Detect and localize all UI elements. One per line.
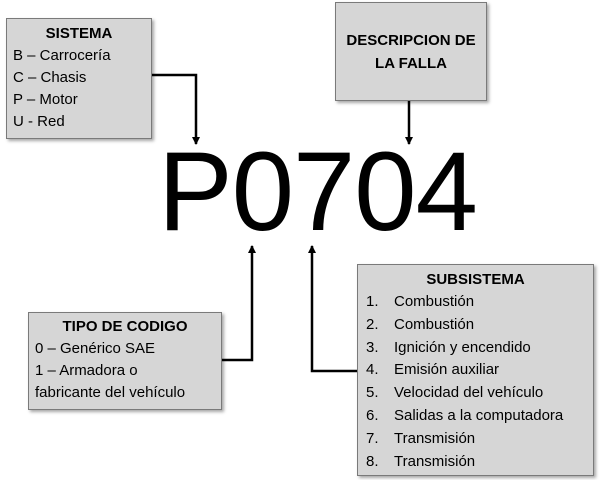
descripcion-title-line2: LA FALLA: [375, 55, 447, 72]
list-item-label: Combustión: [394, 315, 475, 333]
sistema-title: SISTEMA: [45, 25, 113, 42]
list-item: 4. Emisión auxiliar: [364, 359, 587, 382]
sistema-item-c: C – Chasis: [13, 69, 87, 86]
subsistema-list: 1. Combustión 2. Combustión 3. Ignición y e…: [364, 291, 587, 473]
list-item-number: 7.: [366, 429, 379, 447]
list-item: 3. Ignición y encendido: [364, 337, 587, 360]
descripcion-box: DESCRIPCION DE LA FALLA: [335, 2, 487, 101]
list-item: 6. Salidas a la computadora: [364, 405, 587, 428]
list-item-number: 8.: [366, 452, 379, 470]
subsistema-title: SUBSISTEMA: [426, 271, 525, 288]
arrow-sistema-to-p: [152, 73, 200, 145]
list-item: 8. Transmisión: [364, 451, 587, 474]
sistema-item-u: U - Red: [13, 113, 65, 130]
list-item: 1. Combustión: [364, 291, 587, 314]
subsistema-box: SUBSISTEMA 1. Combustión 2. Combustión 3. I…: [357, 264, 594, 476]
list-item-label: Transmisión: [394, 429, 476, 447]
list-item-label: Emisión auxiliar: [394, 361, 500, 379]
tipo-item-1: 1 – Armadora o: [35, 362, 138, 379]
list-item-number: 1.: [366, 293, 379, 310]
list-item-number: 4.: [366, 361, 379, 379]
arrow-tipo-to-zero: [222, 245, 256, 362]
list-item-number: 6.: [366, 406, 379, 424]
list-item-number: 2.: [366, 315, 379, 333]
list-item: 2. Combustión: [364, 314, 587, 337]
tipo-codigo-title: TIPO DE CODIGO: [62, 318, 188, 335]
fault-code: P0704: [158, 129, 478, 254]
tipo-codigo-box: TIPO DE CODIGO 0 – Genérico SAE 1 – Arma…: [28, 312, 222, 410]
list-item-label: Combustión: [394, 293, 475, 310]
tipo-item-0: 0 – Genérico SAE: [35, 340, 156, 357]
list-item: 5. Velocidad del vehículo: [364, 382, 587, 405]
descripcion-title-line1: DESCRIPCION DE: [346, 32, 476, 49]
sistema-item-p: P – Motor: [13, 91, 78, 108]
sistema-box: SISTEMA B – Carrocería C – Chasis P – Mo…: [6, 18, 152, 139]
list-item-label: Velocidad del vehículo: [394, 384, 544, 402]
sistema-item-b: B – Carrocería: [13, 47, 111, 64]
list-item-label: Transmisión: [394, 452, 476, 470]
list-item-number: 3.: [366, 338, 379, 356]
list-item-label: Ignición y encendido: [394, 338, 531, 356]
list-item-number: 5.: [366, 384, 379, 402]
arrow-subsistema-to-seven: [308, 245, 357, 373]
list-item-label: Salidas a la computadora: [394, 406, 564, 424]
tipo-item-1-cont: fabricante del vehículo: [35, 384, 186, 401]
list-item: 7. Transmisión: [364, 428, 587, 451]
